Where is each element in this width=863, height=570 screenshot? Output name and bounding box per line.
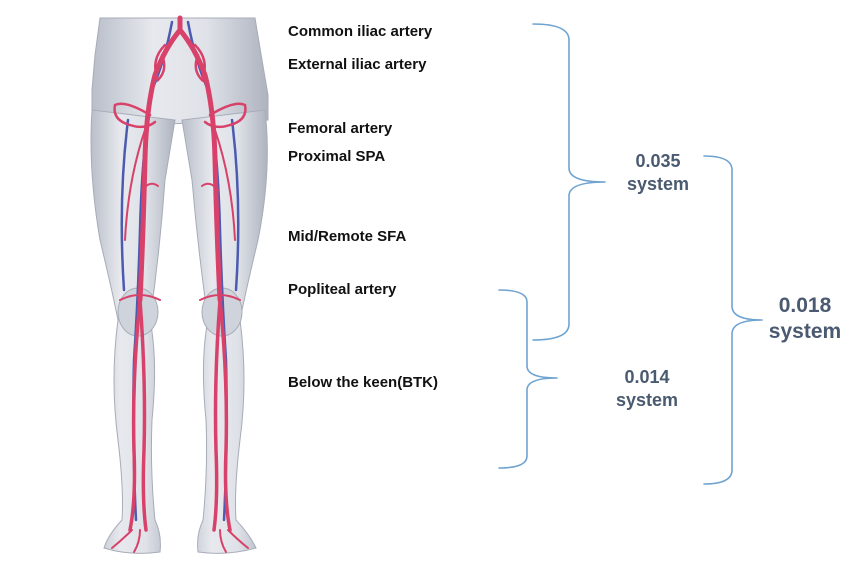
label-femoral-artery: Femoral artery — [288, 120, 393, 137]
label-proximal-spa: Proximal SPA — [288, 148, 386, 165]
label-popliteal-artery: Popliteal artery — [288, 281, 397, 298]
arteries — [111, 15, 249, 553]
system-0018-label: 0.018 system — [750, 293, 860, 345]
system-0014-unit: system — [615, 390, 679, 410]
system-0035-label: 0.035 system — [612, 150, 704, 196]
system-0018-unit: system — [768, 320, 842, 343]
label-below-the-knee: Below the keen(BTK) — [288, 374, 439, 391]
label-mid-remote-sfa: Mid/Remote SFA — [288, 228, 407, 245]
legs-vascular-illustration — [90, 15, 269, 554]
bracket-0018 — [703, 155, 763, 485]
label-common-iliac-artery: Common iliac artery — [288, 23, 433, 40]
system-0014-label: 0.014 system — [598, 366, 696, 412]
system-0035-unit: system — [626, 174, 690, 194]
system-0035-value: 0.035 — [635, 151, 681, 171]
label-external-iliac-artery: External iliac artery — [288, 56, 427, 73]
system-0014-value: 0.014 — [624, 367, 670, 387]
bracket-0014 — [498, 289, 558, 469]
system-0018-value: 0.018 — [778, 294, 832, 317]
bracket-0035 — [532, 23, 606, 341]
